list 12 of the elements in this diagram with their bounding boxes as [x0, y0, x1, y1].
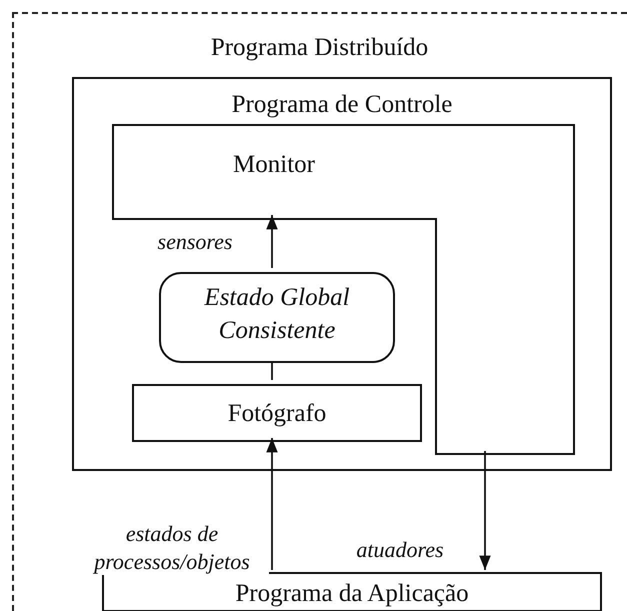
- state-box: [159, 272, 395, 363]
- photographer-box: [132, 384, 422, 442]
- node-label: Programa de Controle: [230, 90, 454, 120]
- arrow: [266, 215, 278, 268]
- node-label: Estado Global Consistente: [203, 283, 351, 346]
- control-box: [72, 77, 612, 471]
- node-label: Programa Distribuído: [210, 33, 430, 63]
- node-label: Programa da Aplicação: [234, 579, 470, 609]
- arrow: [479, 451, 491, 570]
- arrow: [266, 438, 278, 570]
- node-label: Fotógrafo: [226, 399, 328, 429]
- node-label: Monitor: [232, 150, 316, 180]
